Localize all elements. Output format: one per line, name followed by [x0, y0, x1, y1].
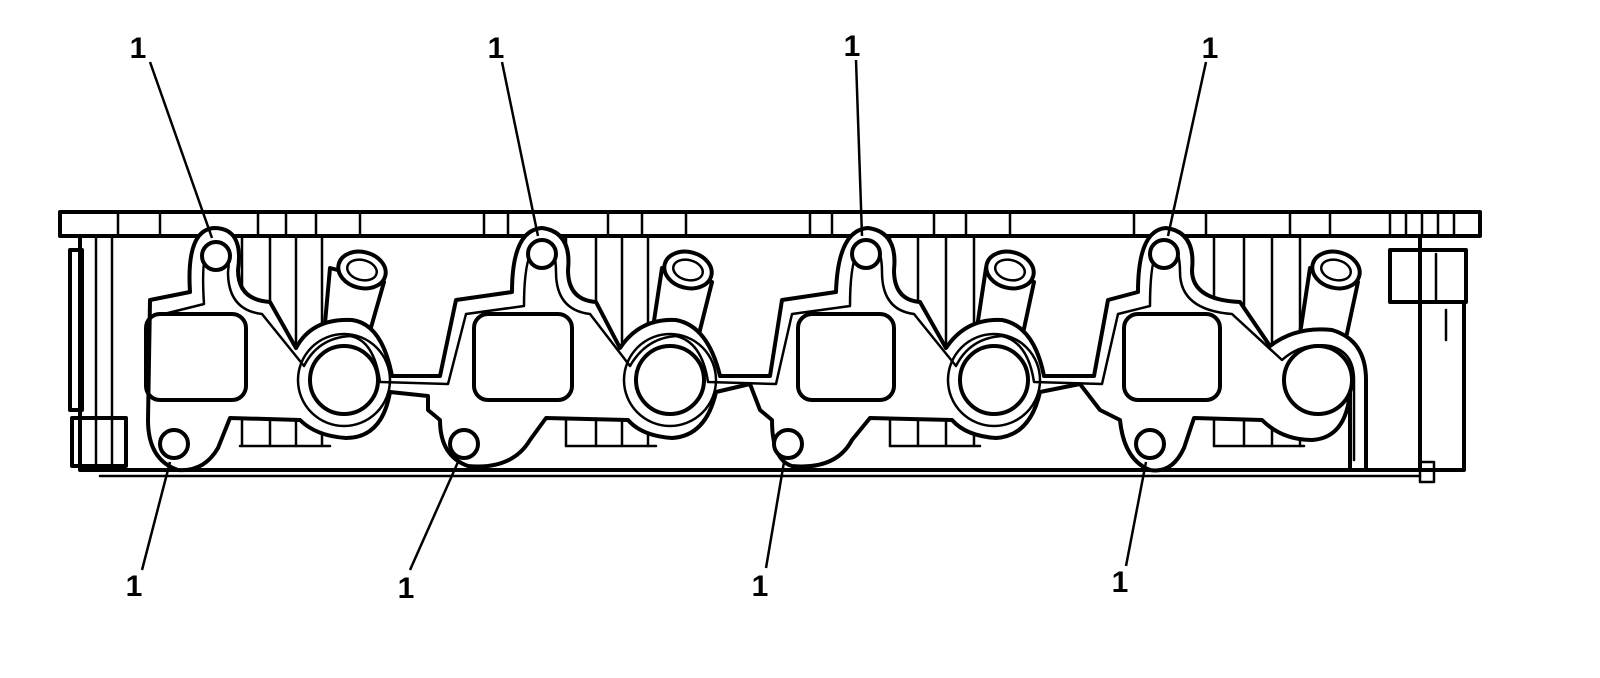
callout-label-lower-4: 1 — [1112, 566, 1129, 599]
bolt-hole-upper-2 — [526, 238, 558, 270]
callout-label-upper-2: 1 — [488, 32, 505, 65]
leader-line-upper-1 — [148, 61, 214, 239]
callout-label-upper-3: 1 — [844, 30, 861, 63]
leader-line-lower-4 — [1124, 461, 1148, 567]
bolt-hole-upper-4 — [1148, 238, 1180, 270]
callout-label-lower-2: 1 — [398, 572, 415, 605]
callout-label-upper-1: 1 — [130, 32, 147, 65]
manifold-gasket — [144, 226, 1368, 473]
injector-boss-4 — [1298, 249, 1362, 340]
leader-line-lower-2 — [408, 461, 460, 571]
bolt-hole-lower-4 — [1134, 428, 1166, 460]
callout-label-upper-4: 1 — [1202, 32, 1219, 65]
callout-label-lower-1: 1 — [126, 570, 143, 603]
leader-line-upper-3 — [854, 59, 864, 237]
leader-line-upper-2 — [500, 61, 540, 237]
callout-label-lower-3: 1 — [752, 570, 769, 603]
leader-line-lower-3 — [764, 461, 786, 569]
bolt-hole-lower-1 — [158, 428, 190, 460]
bolt-hole-upper-1 — [200, 240, 232, 272]
leader-line-lower-1 — [140, 461, 172, 571]
bolt-hole-upper-3 — [850, 238, 882, 270]
leader-line-upper-4 — [1166, 61, 1208, 237]
bolt-hole-lower-2 — [448, 428, 480, 460]
bolt-hole-lower-3 — [772, 428, 804, 460]
